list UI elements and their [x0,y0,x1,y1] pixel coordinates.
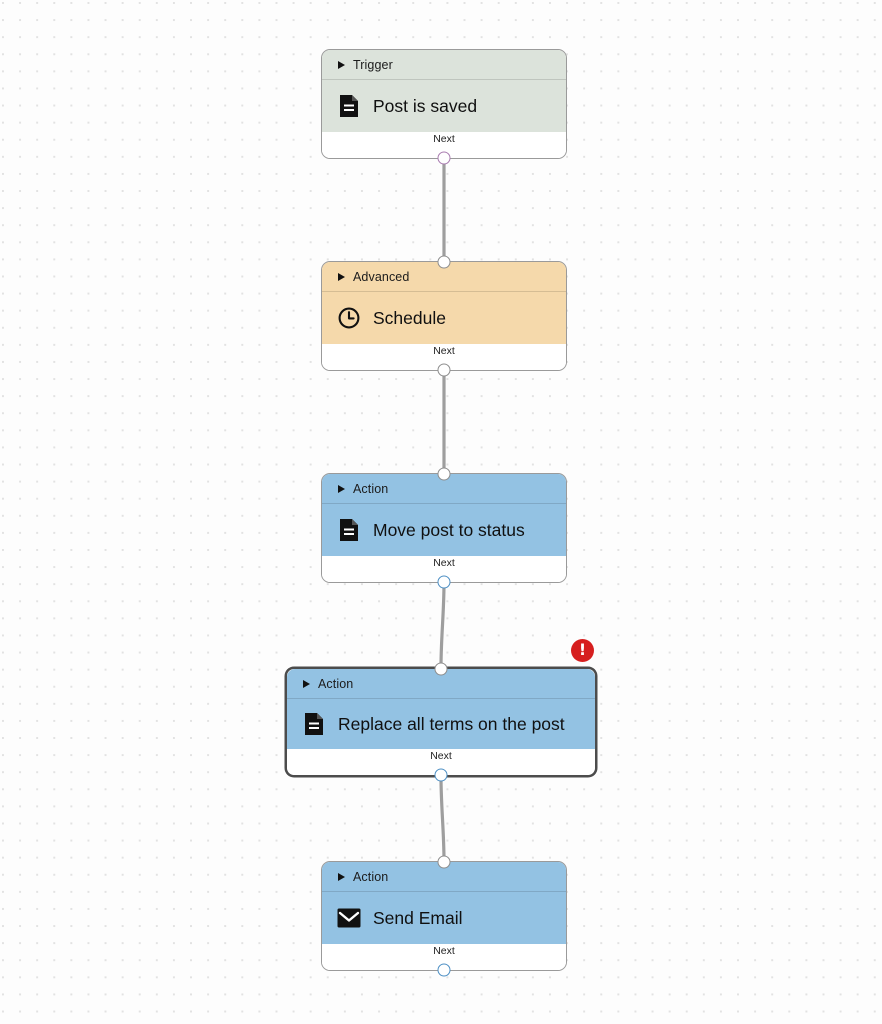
node-header-trigger-post-is-saved[interactable]: Trigger [322,50,566,80]
node-input-port[interactable] [434,662,448,676]
node-output-port[interactable] [434,768,448,782]
node-output-port[interactable] [437,575,451,589]
node-next-label: Next [433,133,455,145]
node-body-trigger-post-is-saved[interactable]: Post is saved [322,80,566,132]
clock-icon [337,306,361,330]
node-category-label: Action [353,869,389,884]
edge-replace-to-email [439,775,446,863]
edge-move-to-replace [439,581,446,669]
node-next-label: Next [433,945,455,957]
document-icon [337,518,361,542]
node-input-port[interactable] [437,467,451,481]
node-category-label: Advanced [353,269,410,284]
exclamation-glyph: ! [578,640,587,659]
caret-right-icon[interactable] [338,484,345,493]
node-input-port[interactable] [437,255,451,269]
node-body-action-send-email[interactable]: Send Email [322,892,566,944]
node-output-port[interactable] [437,963,451,977]
node-body-action-replace-all-terms-on-the-post[interactable]: Replace all terms on the post [287,699,595,749]
node-title-label: Post is saved [373,95,478,116]
caret-right-icon[interactable] [338,872,345,881]
document-icon [302,712,326,736]
node-next-label: Next [433,345,455,357]
node-output-port[interactable] [437,151,451,165]
node-category-label: Action [353,481,389,496]
node-body-advanced-schedule[interactable]: Schedule [322,292,566,344]
node-title-label: Send Email [373,907,463,928]
caret-right-icon[interactable] [338,272,345,281]
node-output-port[interactable] [437,363,451,377]
error-exclamation-icon[interactable]: ! [571,639,594,662]
node-body-action-move-post-to-status[interactable]: Move post to status [322,504,566,556]
caret-right-icon[interactable] [303,679,310,688]
node-header-advanced-schedule[interactable]: Advanced [322,262,566,292]
node-next-label: Next [433,557,455,569]
node-title-label: Replace all terms on the post [338,713,565,734]
caret-right-icon[interactable] [338,60,345,69]
node-input-port[interactable] [437,855,451,869]
node-title-label: Schedule [373,307,446,328]
envelope-icon [337,906,361,930]
document-icon [337,94,361,118]
node-category-label: Trigger [353,57,393,72]
node-title-label: Move post to status [373,519,525,540]
node-category-label: Action [318,676,354,691]
node-next-label: Next [430,750,452,762]
